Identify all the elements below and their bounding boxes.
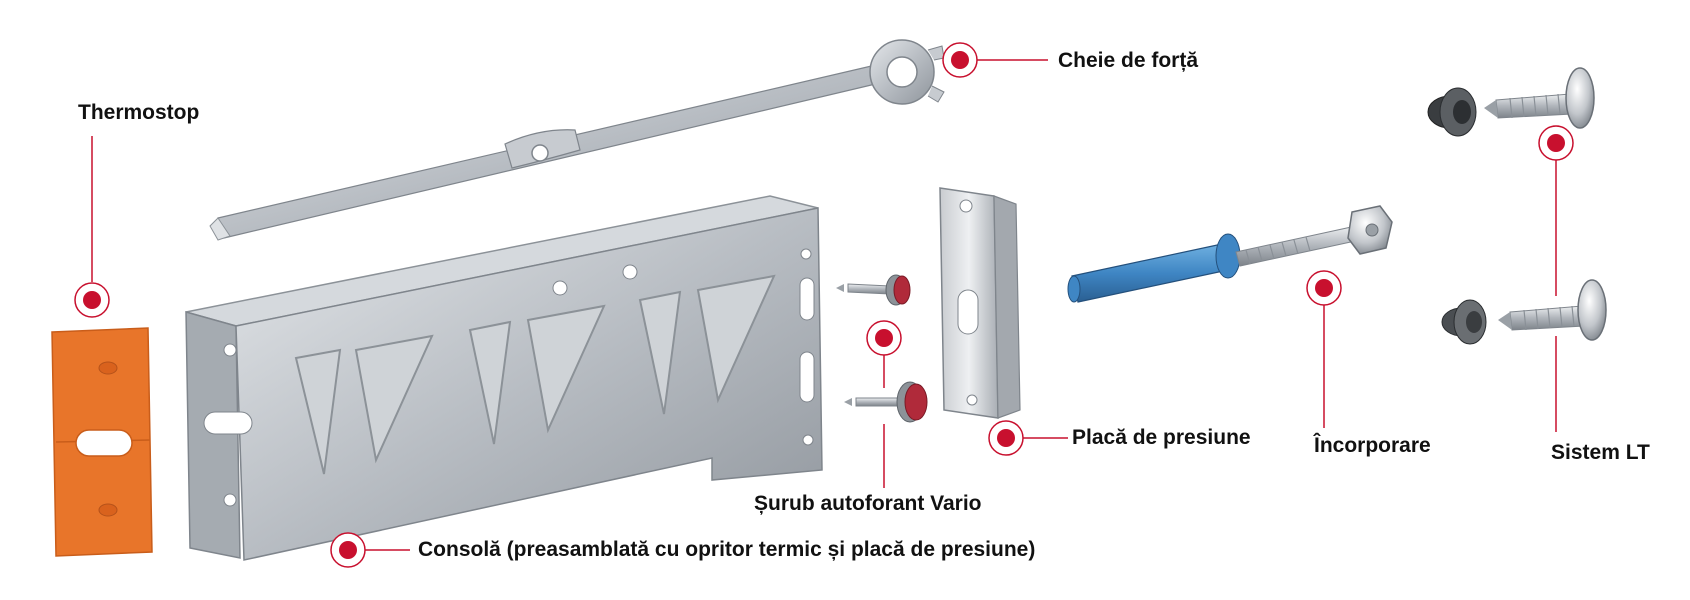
label-thermostop: Thermostop: [78, 101, 200, 124]
thermostop-pad: [51, 327, 153, 557]
callout-thermostop: [74, 136, 110, 318]
vario-screw-top: [836, 274, 911, 306]
lt-screw-top: [1484, 67, 1595, 129]
label-cheie-de-forta: Cheie de forță: [1058, 49, 1199, 72]
label-surub-autoforant-vario: Șurub autoforant Vario: [754, 492, 982, 515]
label-incorporare: Încorporare: [1314, 434, 1431, 457]
lt-screw-bottom: [1498, 279, 1607, 341]
pressure-plate: [939, 187, 1021, 419]
anchor-incorporare: [1067, 205, 1393, 303]
bracket-consola: [185, 195, 823, 561]
callout-placa: [988, 420, 1068, 456]
callout-sistem-lt: [1538, 125, 1574, 432]
label-sistem-lt: Sistem LT: [1551, 441, 1650, 464]
lt-cap-top: [1427, 87, 1477, 137]
vario-screw-bottom: [844, 381, 928, 423]
callout-incorporare: [1306, 270, 1342, 428]
label-placa-de-presiune: Placă de presiune: [1072, 426, 1251, 449]
label-consola: Consolă (preasamblată cu opritor termic …: [418, 538, 1036, 561]
force-key: [209, 39, 945, 241]
callout-surub: [866, 320, 902, 488]
callout-consola: [330, 532, 410, 568]
callout-cheie: [942, 42, 1048, 78]
lt-cap-bottom: [1441, 299, 1487, 345]
